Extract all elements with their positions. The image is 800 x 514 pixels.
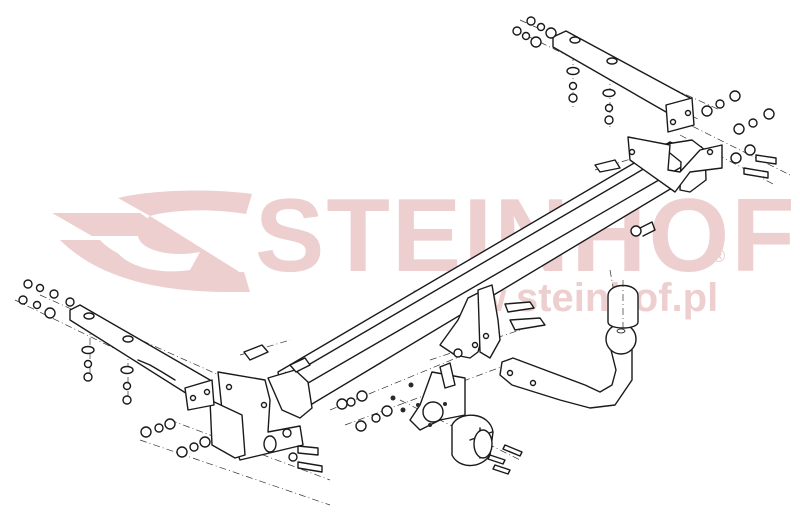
- socket-screws: [487, 444, 523, 475]
- crossbar-beam: [267, 139, 707, 419]
- socket-mounting-plate: [409, 362, 466, 431]
- left-side-plate: [209, 371, 304, 461]
- hardware-nuts-washers: [18, 16, 775, 462]
- watermark-registered-mark: ®: [712, 246, 726, 266]
- left-mounting-bracket: [69, 304, 215, 411]
- electrical-socket: [451, 414, 494, 467]
- tow-ball-neck-bracket: [439, 284, 501, 359]
- tow-ball-cap: [607, 280, 639, 332]
- right-mounting-bracket: [552, 30, 695, 133]
- tow-ball-neck: [499, 342, 633, 409]
- long-bolts: [243, 154, 777, 473]
- right-side-plate: [627, 136, 723, 193]
